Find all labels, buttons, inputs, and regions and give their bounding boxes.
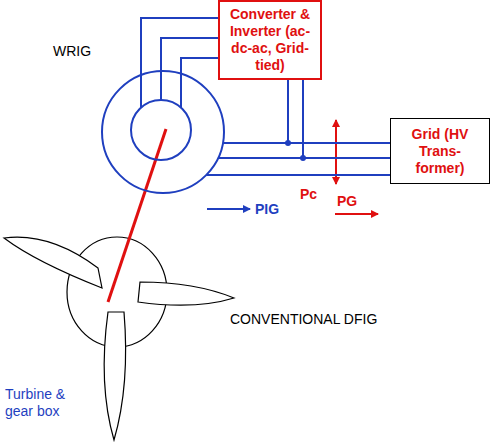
converter-box: Converter & Inverter (ac-dc-ac, Grid-tie… [218,0,322,80]
node-text: Converter & Inverter (ac-dc-ac, Grid-tie… [224,6,316,74]
wire-connector [285,80,390,161]
power-arrow [335,213,378,215]
node-label: WRIG [53,43,91,60]
power-label: PIG [255,201,279,218]
junction-dot [285,140,291,146]
grid-box: Grid (HV Trans-former) [390,118,490,184]
wire [303,80,390,158]
node-text: Grid (HV Trans-former) [395,126,485,177]
power-arrow [207,208,250,210]
wire [288,80,390,143]
power-label: PG [337,193,357,210]
wire [141,18,218,108]
drive-shaft [108,129,166,302]
generator-outline [101,70,225,194]
turbine-label: Turbine & gear box [5,386,85,420]
wire-connector [141,18,218,108]
diagram-caption-text: CONVENTIONAL DFIG [230,311,377,328]
turbine-blade [138,282,234,305]
power-label: Pc [300,186,317,203]
wire [206,174,390,176]
junction-dot [300,155,306,161]
wire [161,38,218,100]
turbine-blade [4,237,102,288]
generator-circle: WRIG [101,70,225,194]
turbine-blade [104,312,125,440]
